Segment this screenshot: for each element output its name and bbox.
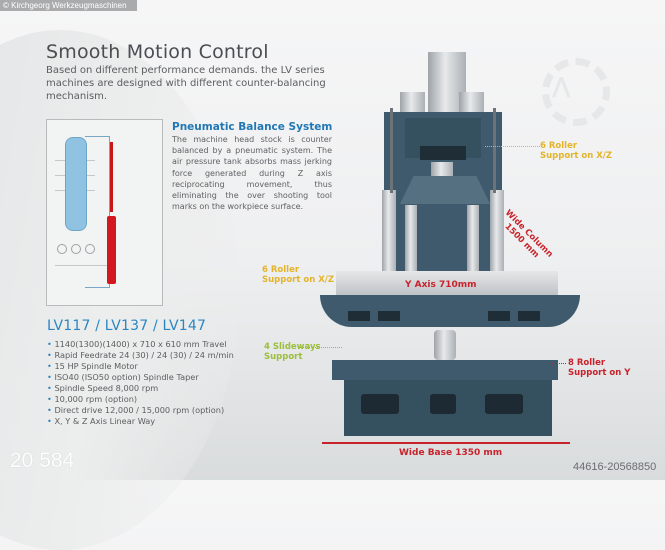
y-axis-drive bbox=[434, 330, 456, 360]
diagram-circle bbox=[71, 244, 81, 254]
saddle-window bbox=[378, 311, 400, 321]
spec-item: Rapid Feedrate 24 (30) / 24 (30) / 24 m/… bbox=[47, 350, 233, 361]
pneumatic-description: The machine head stock is counter balanc… bbox=[172, 135, 332, 212]
callout-line: 6 Roller bbox=[262, 265, 300, 275]
saddle-window bbox=[518, 311, 540, 321]
diagram-circle bbox=[57, 244, 67, 254]
callout-line: 4 Slideways bbox=[264, 342, 321, 352]
base-window bbox=[361, 394, 399, 414]
cylinder-rod bbox=[110, 142, 113, 212]
callout-line: Support on X/Z bbox=[262, 275, 335, 285]
counterbalance-right bbox=[490, 190, 504, 275]
pneumatic-cylinder bbox=[107, 216, 116, 284]
callout-line: 8 Roller bbox=[568, 358, 606, 368]
counterbalance-left bbox=[382, 190, 396, 275]
callout-line: 6 Roller bbox=[540, 141, 578, 151]
spec-item: Direct drive 12,000 / 15,000 rpm (option… bbox=[47, 405, 234, 416]
diagram-circle bbox=[85, 244, 95, 254]
callout-line: Support bbox=[264, 352, 303, 362]
page-title: Smooth Motion Control bbox=[46, 41, 269, 63]
model-title: LV117 / LV137 / LV147 bbox=[47, 318, 207, 334]
callout-leader bbox=[485, 146, 540, 147]
pulse-logo-icon: ⋀ bbox=[552, 74, 571, 99]
spec-list: 1140(1300)(1400) x 710 x 610 mm Travel R… bbox=[47, 339, 234, 427]
callout-line: Support on Y bbox=[568, 368, 631, 378]
spec-item: Spindle Speed 8,000 rpm bbox=[47, 383, 234, 394]
callout-roller-xz-left: 6 Roller Support on X/Z bbox=[262, 265, 334, 285]
callout-leader bbox=[552, 363, 566, 364]
callout-slideways: 4 Slideways Support bbox=[264, 342, 321, 362]
callout-line: Support on X/Z bbox=[540, 151, 613, 161]
wide-base-arrow bbox=[322, 442, 570, 444]
rod-right bbox=[493, 108, 496, 193]
callout-leader bbox=[300, 347, 342, 348]
saddle-window bbox=[348, 311, 370, 321]
headstock-window bbox=[420, 146, 466, 160]
spec-item: ISO40 (ISO50 option) Spindle Taper bbox=[47, 372, 234, 383]
rod-left bbox=[390, 108, 393, 193]
spec-item: 10,000 rpm (option) bbox=[47, 394, 234, 405]
pneumatic-title: Pneumatic Balance System bbox=[172, 121, 333, 133]
gear-logo-icon bbox=[542, 58, 610, 126]
diagram-line bbox=[55, 265, 115, 266]
callout-wide-column: Wide Column 1500 mm bbox=[496, 208, 554, 267]
spec-item: X, Y & Z Axis Linear Way bbox=[47, 416, 234, 427]
pneumatic-diagram bbox=[46, 119, 163, 306]
z-rail-left bbox=[405, 205, 417, 275]
watermark: © Kirchgeorg Werkzeugmaschinen bbox=[0, 0, 137, 11]
callout-wide-base: Wide Base 1350 mm bbox=[399, 448, 503, 458]
z-rail-right bbox=[467, 205, 479, 275]
page-subtitle: Based on different performance demands. … bbox=[46, 65, 326, 102]
callout-roller-xz-right: 6 Roller Support on X/Z bbox=[540, 141, 612, 161]
air-pipe bbox=[85, 136, 110, 288]
callout-y-axis: Y Axis 710mm bbox=[405, 280, 477, 290]
listing-number: 20 584 bbox=[10, 449, 75, 472]
callout-roller-y: 8 Roller Support on Y bbox=[568, 358, 630, 378]
work-table bbox=[336, 271, 558, 295]
spec-item: 1140(1300)(1400) x 710 x 610 mm Travel bbox=[47, 339, 234, 350]
reference-number: 44616-20568850 bbox=[573, 461, 657, 473]
spec-item: 15 HP Spindle Motor bbox=[47, 361, 234, 372]
air-pressure-tank bbox=[65, 137, 87, 231]
bed-top bbox=[332, 360, 558, 380]
saddle-window bbox=[488, 311, 510, 321]
base-window bbox=[485, 394, 523, 414]
ram-skirt bbox=[400, 176, 490, 204]
base-window bbox=[430, 394, 456, 414]
